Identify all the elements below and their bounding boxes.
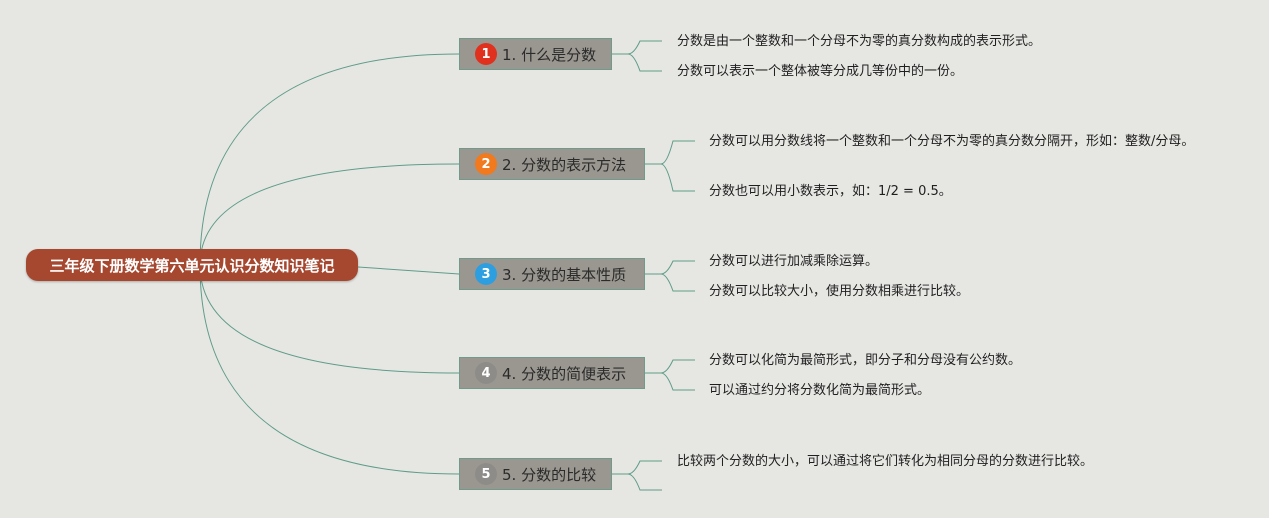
branch-label-5: 5. 分数的比较 — [502, 465, 597, 484]
number-2-icon: 2 — [475, 153, 497, 175]
link-branch-5-leaf-1 — [612, 460, 662, 475]
leaf-4-2[interactable]: 可以通过约分将分数化简为最简形式。 — [709, 383, 931, 398]
number-5-icon: 5 — [475, 463, 497, 485]
number-1-icon: 1 — [475, 43, 497, 65]
branch-label-2: 2. 分数的表示方法 — [502, 155, 627, 174]
leaf-4-1[interactable]: 分数可以化简为最简形式，即分子和分母没有公约数。 — [709, 353, 1022, 368]
link-root-branch-2 — [199, 163, 460, 266]
link-root-branch-4 — [199, 264, 460, 374]
branch-topic-4[interactable]: 4 4. 分数的简便表示 — [459, 357, 645, 389]
root-topic[interactable]: 三年级下册数学第六单元认识分数知识笔记 — [26, 249, 358, 281]
link-branch-2-leaf-2 — [645, 163, 695, 192]
leaf-1-1[interactable]: 分数是由一个整数和一个分母不为零的真分数构成的表示形式。 — [677, 34, 1042, 49]
link-branch-1-leaf-2 — [612, 53, 662, 72]
branch-label-3: 3. 分数的基本性质 — [502, 265, 627, 284]
leaf-3-2[interactable]: 分数可以比较大小，使用分数相乘进行比较。 — [709, 284, 970, 299]
leaf-5-1[interactable]: 比较两个分数的大小，可以通过将它们转化为相同分母的分数进行比较。 — [677, 454, 1094, 469]
link-branch-5-leaf-2 — [612, 473, 662, 491]
leaf-2-2[interactable]: 分数也可以用小数表示，如：1/2 = 0.5。 — [709, 184, 952, 199]
branch-label-1: 1. 什么是分数 — [502, 45, 597, 64]
link-branch-4-leaf-2 — [645, 372, 695, 391]
link-branch-1-leaf-1 — [612, 40, 662, 55]
branch-label-4: 4. 分数的简便表示 — [502, 364, 627, 383]
link-root-branch-5 — [199, 264, 460, 475]
link-branch-2-leaf-1 — [645, 140, 695, 165]
link-branch-3-leaf-1 — [645, 260, 695, 275]
root-title: 三年级下册数学第六单元认识分数知识笔记 — [49, 256, 335, 275]
branch-topic-5[interactable]: 5 5. 分数的比较 — [459, 458, 612, 490]
number-3-icon: 3 — [475, 263, 497, 285]
branch-topic-3[interactable]: 3 3. 分数的基本性质 — [459, 258, 645, 290]
link-root-branch-3 — [357, 266, 460, 275]
branch-topic-2[interactable]: 2 2. 分数的表示方法 — [459, 148, 645, 180]
leaf-2-1[interactable]: 分数可以用分数线将一个整数和一个分母不为零的真分数分隔开，形如：整数/分母。 — [709, 134, 1195, 149]
link-root-branch-1 — [199, 53, 460, 266]
leaf-3-1[interactable]: 分数可以进行加减乘除运算。 — [709, 254, 879, 269]
link-branch-3-leaf-2 — [645, 273, 695, 292]
number-4-icon: 4 — [475, 362, 497, 384]
branch-topic-1[interactable]: 1 1. 什么是分数 — [459, 38, 612, 70]
link-branch-4-leaf-1 — [645, 359, 695, 374]
leaf-1-2[interactable]: 分数可以表示一个整体被等分成几等份中的一份。 — [677, 64, 964, 79]
